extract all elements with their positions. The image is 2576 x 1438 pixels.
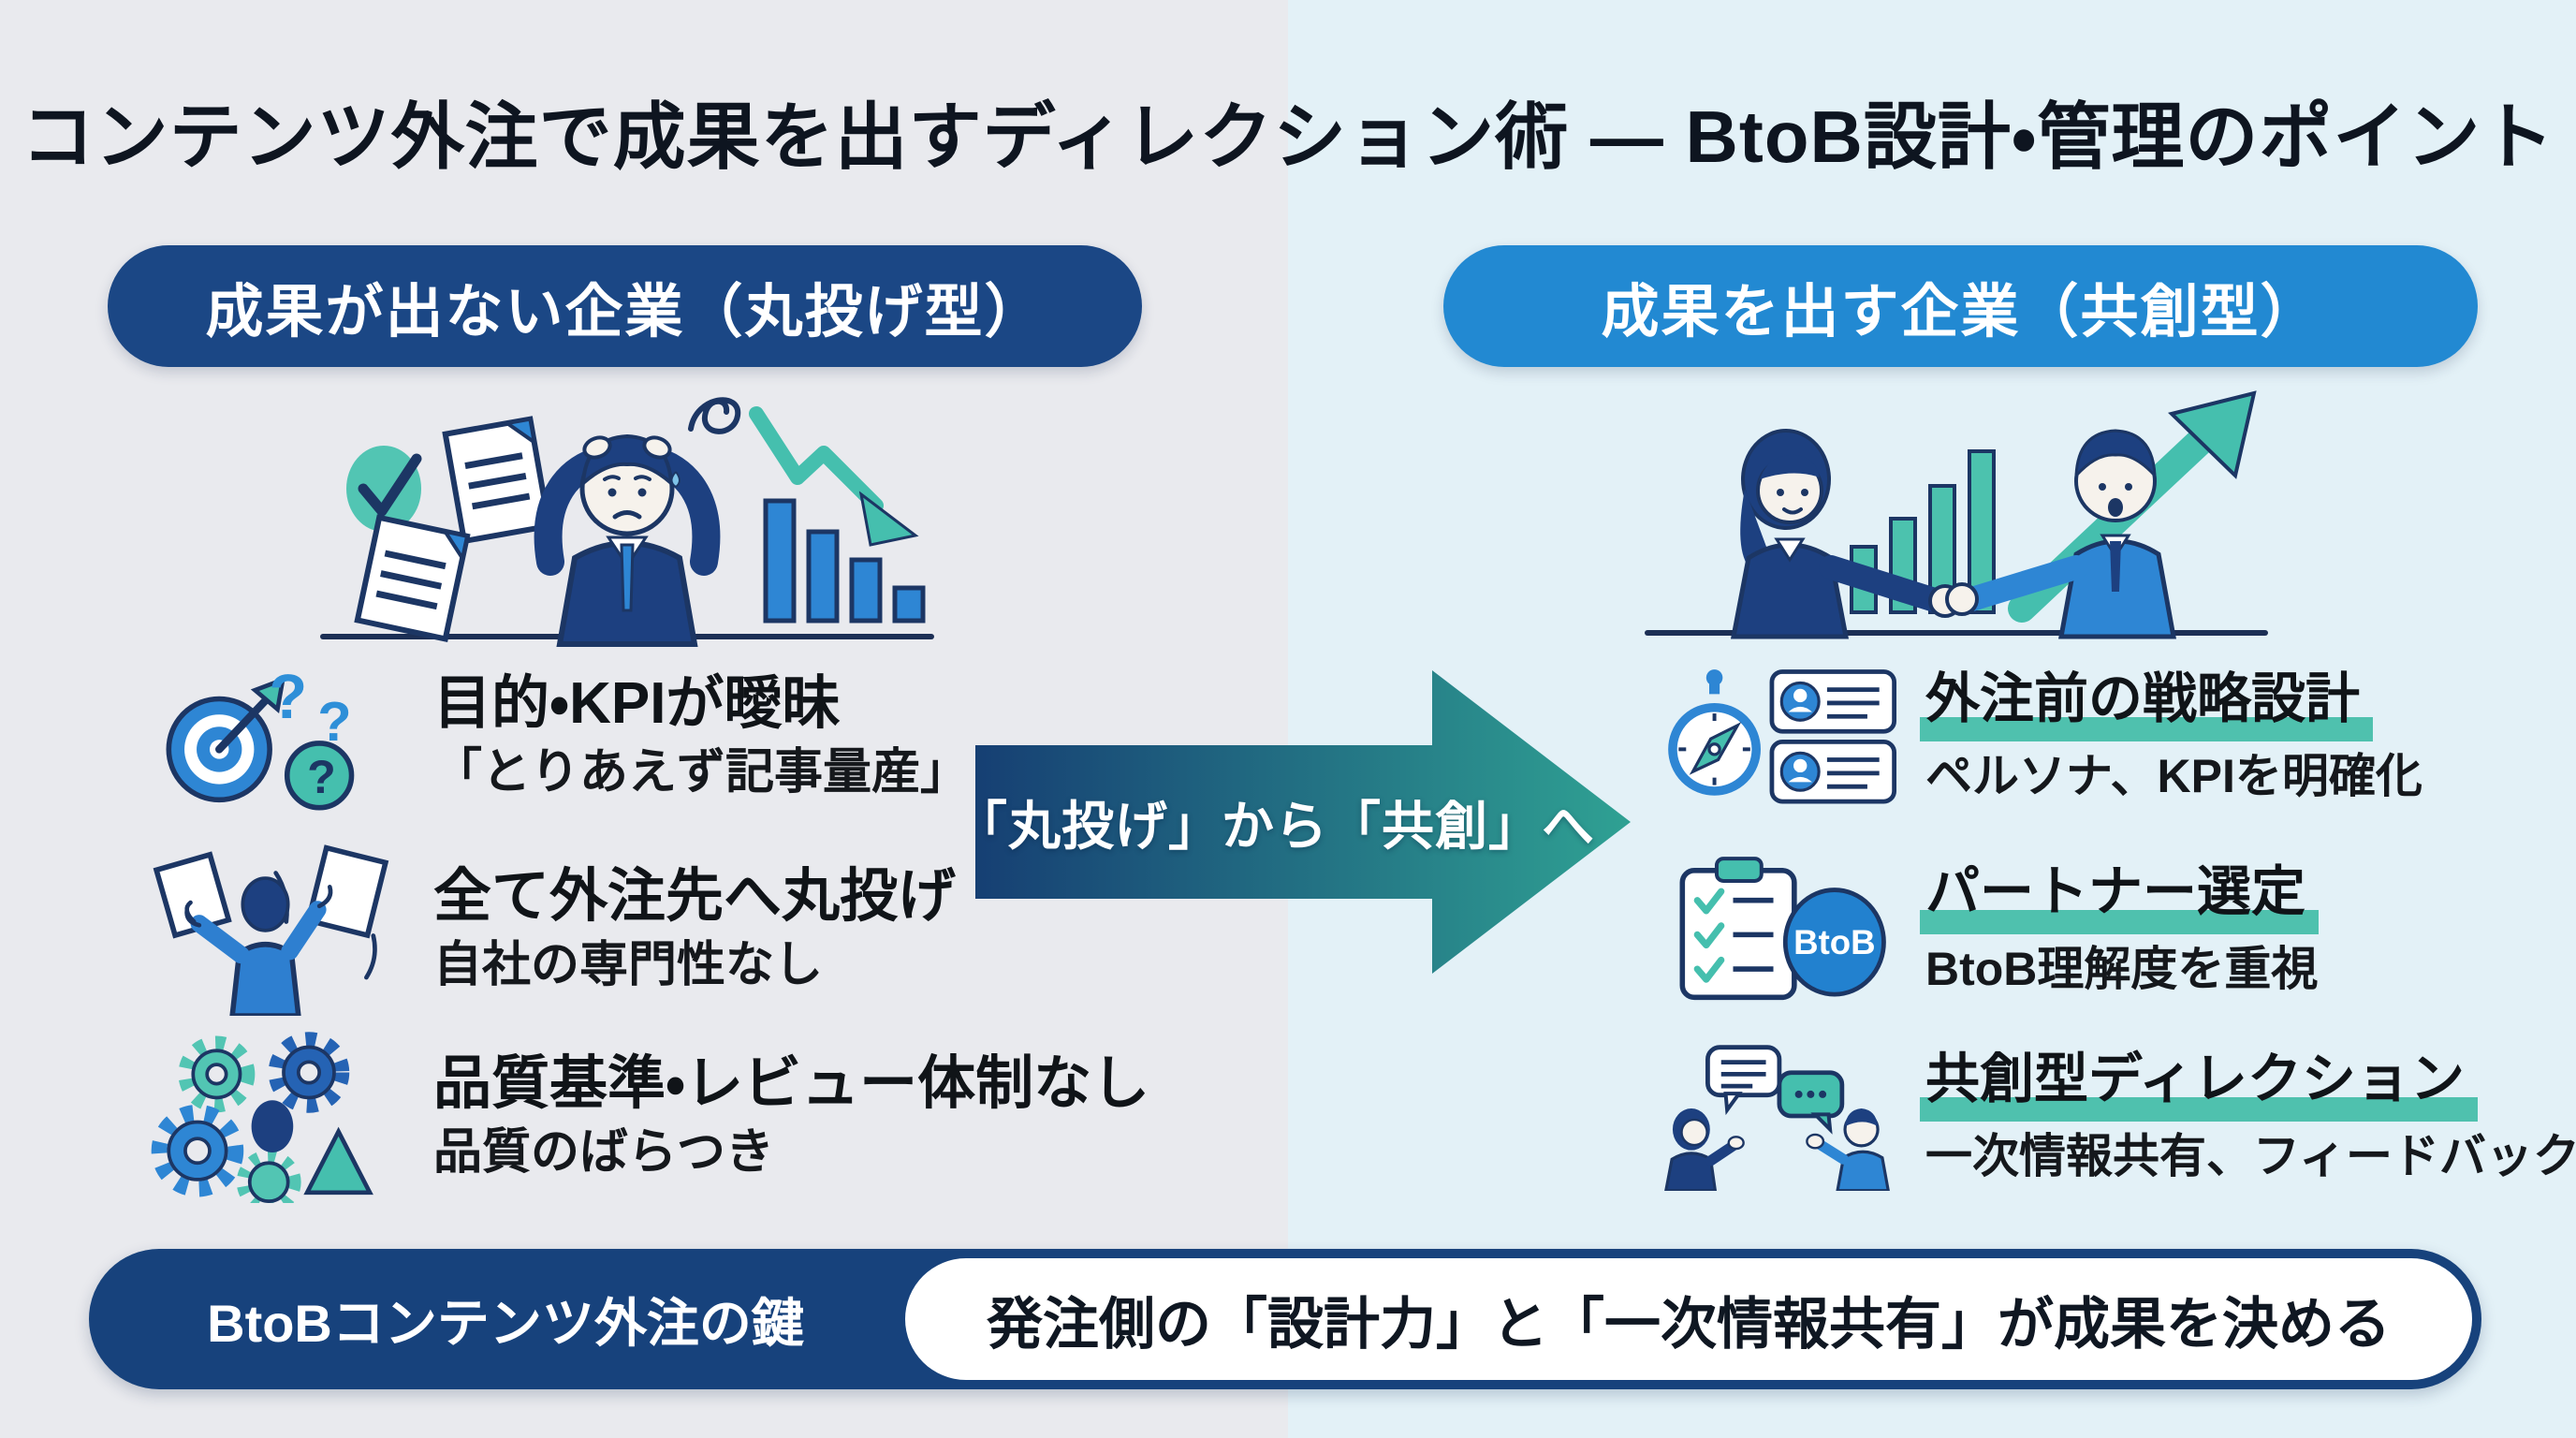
svg-text:?: ? bbox=[307, 751, 336, 803]
right-item-partner-selection: BtoB パートナー選定 BtoB理解度を重視 bbox=[1657, 835, 2574, 1022]
clipboard-btob-icon: BtoB bbox=[1657, 835, 1905, 1022]
item-heading: 共創型ディレクション bbox=[1920, 1049, 2478, 1123]
footer-label: BtoBコンテンツ外注の鍵 bbox=[207, 1293, 804, 1353]
transition-arrow: 「丸投げ」から「共創」へ bbox=[955, 667, 1631, 977]
item-heading: 全て外注先へ丸投げ bbox=[433, 864, 957, 930]
page-title: コンテンツ外注で成果を出すディレクション術 ― BtoB設計・管理のポイント bbox=[21, 95, 2555, 178]
item-heading: 外注前の戦略設計 bbox=[1920, 668, 2374, 742]
right-item-strategy-design: 外注前の戦略設計 ペルソナ、KPIを明確化 bbox=[1657, 642, 2574, 829]
item-heading: 品質基準・レビュー体制なし bbox=[433, 1051, 1150, 1117]
arrow-shape bbox=[975, 670, 1631, 974]
person-throwing-papers-icon bbox=[136, 835, 407, 1022]
compass-persona-icon bbox=[1657, 642, 1905, 829]
stressed-businessman-illustration bbox=[309, 374, 945, 655]
target-question-icon: ? ? ? bbox=[136, 642, 407, 829]
item-heading: 目的・KPIが曖昧 bbox=[433, 671, 841, 737]
left-item-no-quality-standard: 品質基準・レビュー体制なし 品質のばらつき bbox=[136, 1022, 1150, 1210]
transition-arrow-label: 「丸投げ」から「共創」へ bbox=[955, 796, 1595, 856]
item-sub: 品質のばらつき bbox=[433, 1124, 775, 1180]
svg-text:?: ? bbox=[269, 662, 307, 732]
right-panel-header: 成果を出す企業（共創型） bbox=[1443, 245, 2478, 367]
gears-icon bbox=[136, 1022, 407, 1210]
item-sub: 自社の専門性なし bbox=[433, 937, 824, 992]
btob-badge-label: BtoB bbox=[1793, 923, 1876, 961]
left-item-full-outsourcing: 全て外注先へ丸投げ 自社の専門性なし bbox=[136, 835, 1147, 1022]
handshake-growth-illustration bbox=[1629, 367, 2284, 648]
discussion-icon bbox=[1657, 1022, 1905, 1210]
left-panel-header: 成果が出ない企業（丸投げ型） bbox=[108, 245, 1142, 367]
left-item-vague-kpi: ? ? ? 目的・KPIが曖昧 「とりあえず記事量産」 bbox=[136, 642, 1147, 829]
right-item-cocreation-direction: 共創型ディレクション 一次情報共有、フィードバック bbox=[1657, 1022, 2576, 1210]
item-heading: パートナー選定 bbox=[1920, 861, 2320, 935]
item-sub: BtoB理解度を重視 bbox=[1925, 943, 2319, 996]
footer-message: 発注側の「設計力」と「一次情報共有」が成果を決める bbox=[987, 1292, 2391, 1356]
item-sub: 「とりあえず記事量産」 bbox=[433, 744, 970, 800]
footer-key-bar: BtoBコンテンツ外注の鍵 発注側の「設計力」と「一次情報共有」が成果を決める bbox=[89, 1249, 2481, 1389]
footer-message-panel: 発注側の「設計力」と「一次情報共有」が成果を決める bbox=[905, 1258, 2472, 1380]
item-sub: 一次情報共有、フィードバック bbox=[1925, 1130, 2576, 1183]
item-sub: ペルソナ、KPIを明確化 bbox=[1925, 750, 2422, 803]
